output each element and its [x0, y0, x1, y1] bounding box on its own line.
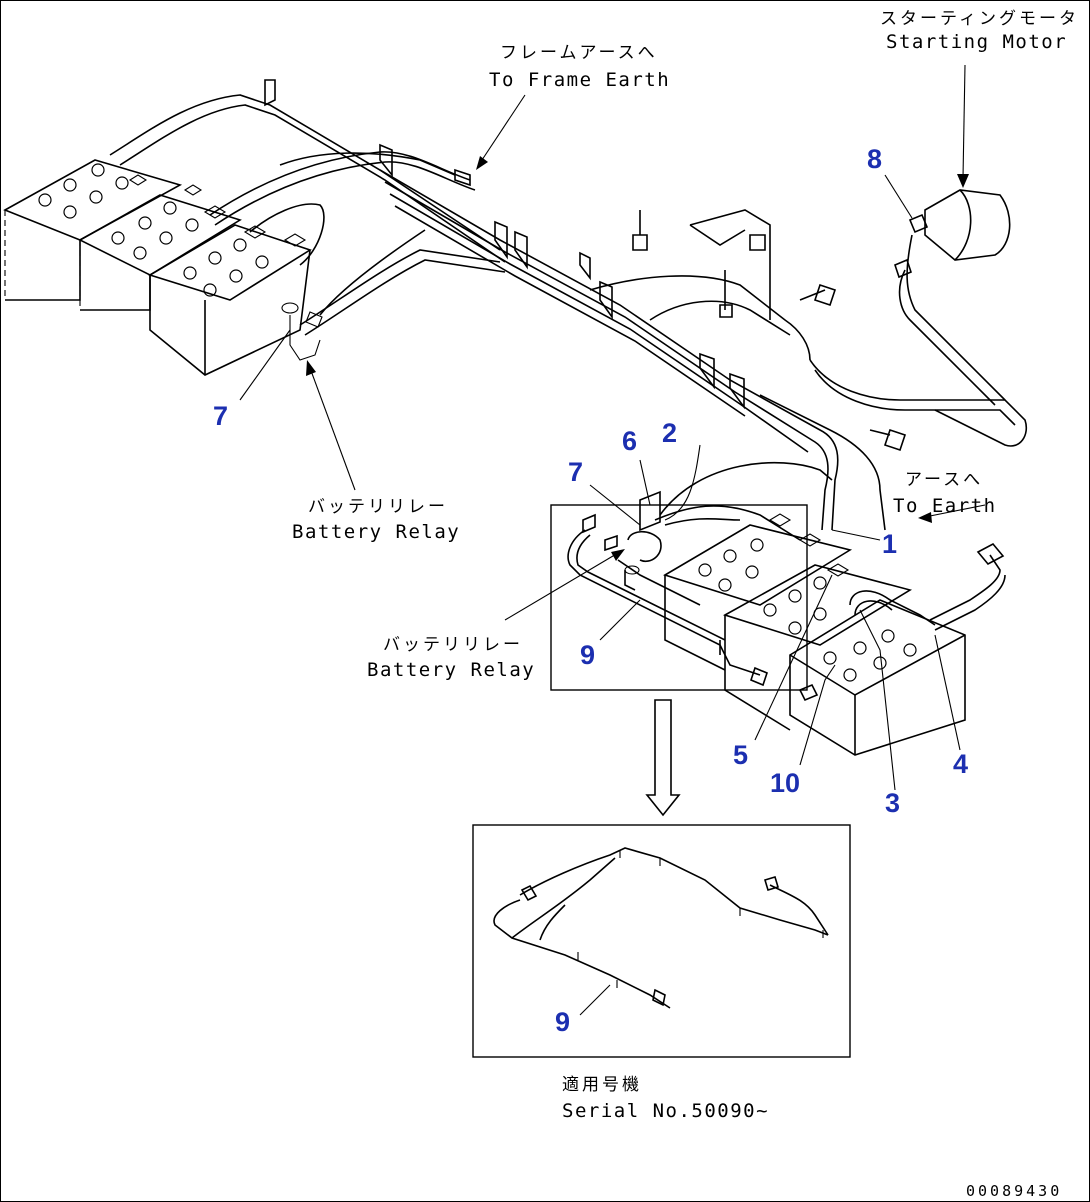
battery-relay-upper-label-en: Battery Relay: [292, 521, 460, 543]
battery-relay-lower-label-jp: バッテリリレー: [383, 635, 523, 655]
part-number-5: 5: [733, 740, 748, 770]
inset-frame: [472, 824, 851, 1058]
applicable-label-jp: 適用号機: [562, 1075, 642, 1095]
frame-earth-label-en: To Frame Earth: [489, 69, 670, 91]
starting-motor-label-en: Starting Motor: [886, 31, 1067, 53]
leader-lines: [239, 64, 986, 1016]
part-number-7-upper: 7: [213, 401, 228, 431]
serial-number-label: Serial No.50090~: [562, 1100, 769, 1122]
part-number-1: 1: [882, 529, 897, 559]
part-numbers: 1 2 3 4 5 6 7 7 8 9 9 10: [213, 144, 968, 1037]
part-number-4: 4: [953, 749, 968, 779]
relay-detail-frame: [550, 490, 808, 691]
part-number-9-main: 9: [580, 640, 595, 670]
main-harness: [109, 79, 1027, 531]
part-number-10: 10: [770, 768, 800, 798]
frame-earth-label-jp: フレームアースへ: [500, 43, 658, 63]
drawing-code: 00089430: [966, 1182, 1062, 1200]
upper-battery-group: [3, 159, 312, 376]
battery-relay-upper-label-jp: バッテリリレー: [308, 497, 448, 517]
to-earth-label-jp: アースへ: [905, 470, 983, 490]
part-number-3: 3: [885, 788, 900, 818]
callout-labels: フレームアースへ To Frame Earth スターティングモータ Start…: [292, 9, 1079, 1122]
part-number-9-inset: 9: [555, 1007, 570, 1037]
starting-motor-label-jp: スターティングモータ: [880, 9, 1079, 29]
part-number-8: 8: [867, 144, 882, 174]
battery-relay-lower-label-en: Battery Relay: [367, 659, 535, 681]
to-earth-label-en: To Earth: [893, 495, 997, 517]
starting-motor: [894, 189, 1011, 406]
lower-battery-group: [654, 461, 1006, 756]
part-number-6: 6: [622, 426, 637, 456]
down-arrow: [645, 699, 681, 817]
part-number-2: 2: [662, 418, 677, 448]
part-number-7-lower: 7: [568, 457, 583, 487]
